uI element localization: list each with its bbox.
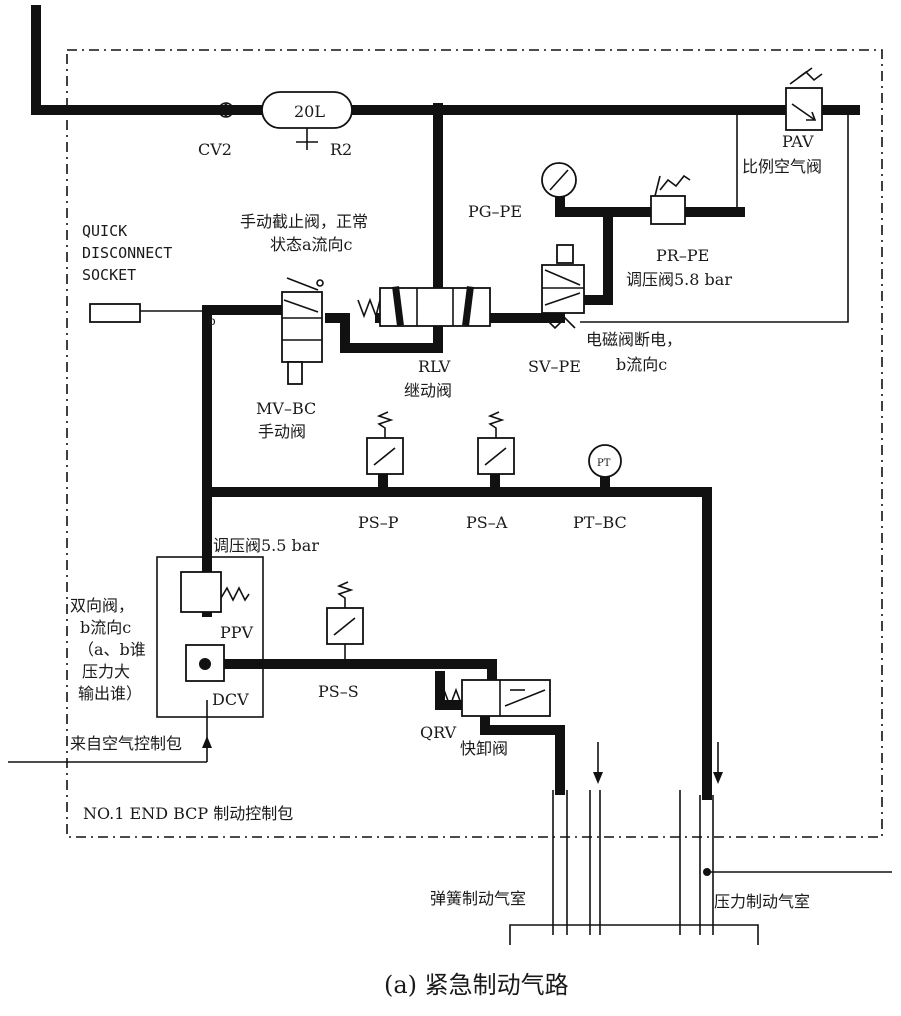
label-ps-a: PS–A bbox=[466, 513, 508, 532]
solenoid-valve-sv-pe-icon bbox=[541, 244, 585, 330]
label-ppv: PPV bbox=[220, 623, 254, 642]
label-sv-note-2: b流向c bbox=[616, 355, 667, 374]
label-pressure-chamber: 压力制动气室 bbox=[714, 892, 810, 911]
label-sv-note-1: 电磁阀断电， bbox=[586, 330, 682, 349]
label-quick-disconnect-1: QUICK bbox=[82, 222, 127, 240]
label-reservoir: 20L bbox=[294, 102, 325, 121]
quick-release-valve-qrv-icon bbox=[443, 679, 551, 717]
pressure-switch-ps-s-icon bbox=[326, 581, 364, 645]
label-qrv-cn: 快卸阀 bbox=[460, 739, 508, 758]
labels: CV2 20L R2 PAV 比例空气阀 QUICK DISCONNECT SO… bbox=[70, 102, 822, 999]
ppv-dcv-package bbox=[156, 556, 264, 718]
label-manual-stop-note-1: 手动截止阀，正常 bbox=[240, 212, 368, 231]
thin-lines bbox=[8, 109, 892, 945]
label-mv-bc-cn: 手动阀 bbox=[258, 422, 306, 441]
label-rlv-cn: 继动阀 bbox=[404, 381, 452, 400]
label-pt-symbol: PT bbox=[597, 458, 611, 469]
label-from-air-control: 来自空气控制包 bbox=[70, 734, 182, 753]
pressure-gauge-pg-pe-icon bbox=[541, 162, 577, 198]
label-dcv: DCV bbox=[212, 690, 249, 709]
label-dcv-note-1: 双向阀， bbox=[70, 596, 134, 615]
label-quick-disconnect-2: DISCONNECT bbox=[82, 244, 172, 262]
label-ps-s: PS–S bbox=[318, 682, 359, 701]
label-mv-bc: MV–BC bbox=[256, 399, 316, 418]
label-pt-bc: PT–BC bbox=[573, 513, 627, 532]
label-pav-cn: 比例空气阀 bbox=[742, 157, 822, 176]
relay-valve-rlv-icon bbox=[357, 286, 491, 327]
regulator-ppv-icon bbox=[180, 571, 250, 613]
label-pr-pe: PR–PE bbox=[656, 246, 709, 265]
label-quick-disconnect-3: SOCKET bbox=[82, 266, 136, 284]
label-spring-chamber: 弹簧制动气室 bbox=[430, 889, 526, 908]
figure-caption: (a) 紧急制动气路 bbox=[384, 971, 569, 999]
label-dcv-note-2: b流向c bbox=[80, 618, 131, 637]
pressure-switch-ps-p-icon bbox=[366, 411, 404, 475]
label-pav: PAV bbox=[782, 132, 814, 151]
label-manual-stop-note-2: 状态a流向c bbox=[270, 235, 353, 254]
reservoir-20l bbox=[261, 91, 353, 150]
manual-valve-mv-bc-icon bbox=[281, 277, 324, 385]
label-r2: R2 bbox=[330, 140, 352, 159]
check-valve-cv2-icon bbox=[216, 102, 234, 118]
label-pg-pe: PG–PE bbox=[468, 202, 522, 221]
label-dcv-note-3: （a、b谁 bbox=[78, 640, 146, 659]
label-cv2: CV2 bbox=[198, 140, 232, 159]
bcp-boundary bbox=[66, 49, 883, 838]
quick-disconnect-socket-icon bbox=[89, 303, 141, 323]
pressure-switch-ps-a-icon bbox=[477, 411, 515, 475]
label-qrv: QRV bbox=[420, 723, 457, 742]
label-ps-p: PS–P bbox=[358, 513, 399, 532]
label-dcv-note-4: 压力大 bbox=[82, 662, 130, 681]
label-ppv-note: 调压阀5.5 bar bbox=[213, 536, 319, 555]
label-pr-pe-cn: 调压阀5.8 bar bbox=[626, 270, 732, 289]
main-pipes bbox=[31, 5, 860, 800]
double-check-valve-dcv-icon bbox=[185, 644, 225, 682]
pav-valve-icon bbox=[785, 67, 823, 131]
pressure-transducer-pt-bc-icon bbox=[588, 444, 622, 478]
label-port-b: b bbox=[208, 314, 216, 328]
label-dcv-note-5: 输出谁） bbox=[78, 684, 142, 703]
label-bcp-name: NO.1 END BCP 制动控制包 bbox=[83, 804, 293, 823]
label-sv-pe: SV–PE bbox=[528, 357, 581, 376]
label-rlv: RLV bbox=[418, 357, 451, 376]
regulator-pr-pe-icon bbox=[650, 174, 691, 225]
